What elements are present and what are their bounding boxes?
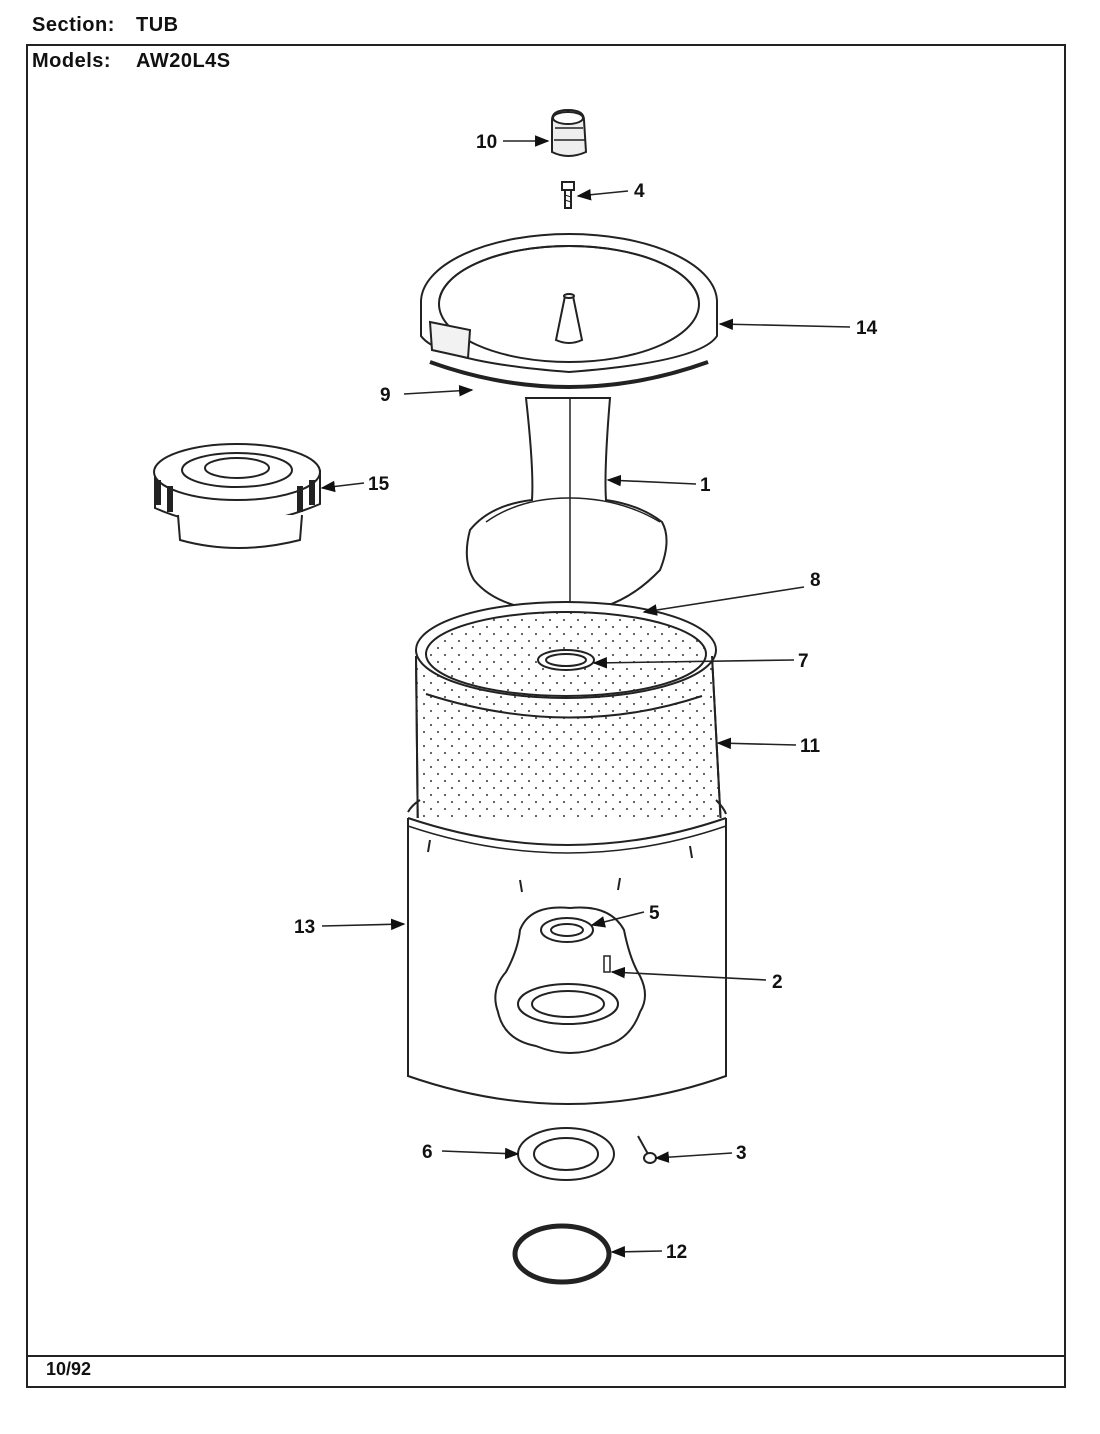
leader-6 (441, 1147, 520, 1160)
section-header: Section: TUB (32, 14, 179, 37)
callout-9: 9 (380, 385, 391, 406)
leader-4 (576, 188, 629, 201)
models-value: AW20L4S (136, 50, 231, 72)
part-13-outer-tub (407, 799, 727, 1105)
callout-4: 4 (634, 181, 645, 202)
leader-8 (642, 586, 805, 616)
part-3-screw (637, 1135, 657, 1164)
callout-14: 14 (856, 318, 878, 339)
part-9-gasket (429, 360, 709, 389)
callout-12: 12 (666, 1242, 687, 1263)
leader-9 (403, 385, 474, 397)
callout-15: 15 (368, 474, 390, 495)
callout-7: 7 (798, 651, 809, 672)
callout-2: 2 (772, 972, 783, 993)
callout-labels: 10 4 14 9 1 15 8 7 11 13 5 2 6 3 12 (294, 132, 878, 1263)
part-12-ring (512, 1223, 612, 1285)
leader-7 (592, 657, 795, 669)
part-6-flange (517, 1127, 615, 1181)
part-11-basket (415, 601, 724, 867)
part-10-cap (551, 108, 588, 157)
leader-11 (716, 737, 797, 750)
part-4-bolt (561, 181, 575, 209)
callout-13: 13 (294, 917, 315, 938)
callout-6: 6 (422, 1142, 433, 1163)
part-14-balance-ring (420, 233, 718, 374)
leader-1 (606, 474, 697, 487)
leader-14 (718, 318, 851, 331)
footer-divider (26, 1355, 1066, 1357)
leader-2 (610, 966, 767, 981)
part-15-filter (153, 443, 321, 549)
leader-12 (610, 1245, 663, 1258)
callout-8: 8 (810, 570, 821, 591)
diagram-frame (26, 44, 1066, 1388)
leader-13 (321, 918, 406, 931)
models-header: Models: AW20L4S (32, 50, 231, 73)
leader-5 (590, 911, 645, 928)
section-value: TUB (136, 14, 179, 36)
callout-1: 1 (700, 475, 711, 496)
revision-date: 10/92 (46, 1359, 92, 1379)
callout-11: 11 (800, 736, 821, 757)
leader-lines (320, 135, 851, 1258)
callout-3: 3 (736, 1143, 747, 1164)
leader-15 (320, 480, 365, 493)
part-1-agitator (465, 397, 668, 614)
section-label: Section: (32, 14, 115, 36)
callout-10: 10 (476, 132, 497, 153)
callout-5: 5 (649, 903, 660, 924)
models-label: Models: (32, 50, 112, 72)
leader-3 (654, 1151, 733, 1163)
